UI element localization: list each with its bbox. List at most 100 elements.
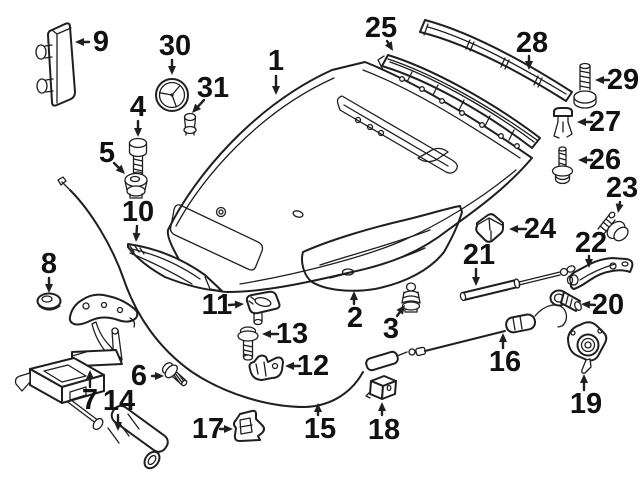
callout-25[interactable]: 25: [365, 12, 397, 51]
callout-9[interactable]: 9: [75, 26, 109, 58]
arrowhead-icon: [580, 374, 588, 383]
callout-number: 14: [103, 385, 135, 417]
arrowhead-icon: [350, 291, 358, 300]
callout-number: 19: [570, 388, 602, 420]
arrowhead-icon: [272, 86, 280, 95]
callout-14[interactable]: 14: [103, 385, 135, 431]
arrowhead-icon: [86, 370, 94, 379]
part-11-striker-plate-drawing: [245, 290, 281, 326]
arrowhead-icon: [595, 76, 604, 84]
arrowhead-icon: [115, 164, 125, 174]
arrowhead-icon: [499, 333, 507, 342]
callout-number: 13: [276, 318, 308, 350]
callout-number: 1: [268, 45, 284, 77]
callout-28[interactable]: 28: [516, 27, 548, 70]
callout-number: 24: [524, 213, 556, 245]
leader-line: [112, 161, 120, 169]
part-21-gas-spring-drawing: [459, 265, 576, 302]
callout-number: 9: [93, 26, 109, 58]
callout-24[interactable]: 24: [509, 213, 556, 245]
part-9-bumper-block-drawing: [35, 22, 76, 107]
callout-7[interactable]: 7: [82, 370, 98, 416]
callout-10[interactable]: 10: [122, 196, 154, 242]
leader-line: [196, 98, 206, 108]
part-6-screw-drawing: [161, 362, 188, 387]
callout-16[interactable]: 16: [489, 333, 521, 378]
callout-27[interactable]: 27: [577, 106, 621, 138]
arrowhead-icon: [132, 232, 141, 242]
callout-1[interactable]: 1: [268, 45, 284, 95]
callout-15[interactable]: 15: [304, 403, 336, 445]
callout-29[interactable]: 29: [595, 64, 639, 96]
part-5-grommet-nut-drawing: [124, 172, 148, 199]
callout-13[interactable]: 13: [262, 318, 308, 350]
part-30-emblem-drawing: [155, 78, 189, 112]
callout-17[interactable]: 17: [192, 413, 233, 445]
callout-22[interactable]: 22: [575, 227, 607, 268]
callout-12[interactable]: 12: [285, 350, 329, 382]
callout-number: 28: [516, 27, 548, 59]
part-2-insulator-pad-drawing: [301, 205, 463, 292]
callout-number: 8: [41, 248, 57, 280]
callout-number: 16: [489, 346, 521, 378]
callout-number: 15: [304, 413, 336, 445]
callout-31[interactable]: 31: [192, 72, 229, 113]
callout-4[interactable]: 4: [130, 91, 146, 137]
callout-6[interactable]: 6: [131, 360, 164, 392]
arrowhead-icon: [75, 38, 84, 46]
arrowhead-icon: [509, 225, 518, 233]
leader-line: [395, 311, 401, 318]
callout-19[interactable]: 19: [570, 374, 602, 420]
part-23-bolt-drawing: [597, 211, 629, 242]
part-8-grommet-drawing: [36, 292, 62, 311]
arrowhead-icon: [134, 128, 142, 137]
part-29-stud-bolt-drawing: [573, 62, 597, 109]
part-31-bushing-drawing: [183, 112, 197, 136]
part-13-bolt-drawing: [237, 326, 259, 361]
arrowhead-icon: [378, 402, 386, 411]
callout-23[interactable]: 23: [606, 172, 638, 213]
callout-number: 25: [365, 12, 397, 44]
callout-number: 31: [197, 72, 229, 104]
part-3-buffer-stop-drawing: [401, 282, 421, 313]
part-4-bolt-drawing: [128, 137, 148, 178]
callout-number: 30: [159, 30, 191, 62]
callout-20[interactable]: 20: [581, 289, 624, 321]
callout-number: 4: [130, 91, 146, 123]
callout-5[interactable]: 5: [99, 137, 125, 174]
callout-number: 20: [592, 289, 624, 321]
callout-3[interactable]: 3: [383, 305, 405, 345]
part-14-strut-damper-drawing: [28, 369, 169, 470]
callout-30[interactable]: 30: [159, 30, 191, 75]
callout-number: 22: [575, 227, 607, 259]
callout-number: 6: [131, 360, 147, 392]
callout-number: 23: [606, 172, 638, 204]
part-10-seal-wedge-drawing: [127, 243, 223, 292]
callout-8[interactable]: 8: [41, 248, 57, 293]
arrowhead-icon: [578, 156, 587, 164]
arrowhead-icon: [615, 203, 624, 213]
callout-number: 2: [347, 302, 363, 334]
callout-number: 5: [99, 137, 115, 169]
part-18-cable-clip-drawing: [365, 375, 397, 400]
part-28-trim-grille-drawing: [419, 19, 573, 102]
callout-number: 18: [368, 414, 400, 446]
part-12-catch-bracket-drawing: [248, 354, 284, 381]
arrowhead-icon: [285, 362, 294, 370]
callout-number: 10: [122, 196, 154, 228]
callout-number: 21: [463, 239, 495, 271]
arrowhead-icon: [525, 61, 533, 70]
callout-11[interactable]: 11: [202, 289, 244, 321]
callout-26[interactable]: 26: [578, 144, 621, 176]
arrowhead-icon: [396, 305, 405, 315]
callout-21[interactable]: 21: [463, 239, 495, 286]
part-19-lock-barrel-drawing: [567, 321, 608, 374]
arrowhead-icon: [314, 403, 322, 412]
callout-2[interactable]: 2: [347, 291, 363, 334]
callout-18[interactable]: 18: [368, 402, 400, 446]
part-26-screw-drawing: [551, 146, 574, 185]
arrowhead-icon: [384, 41, 393, 51]
